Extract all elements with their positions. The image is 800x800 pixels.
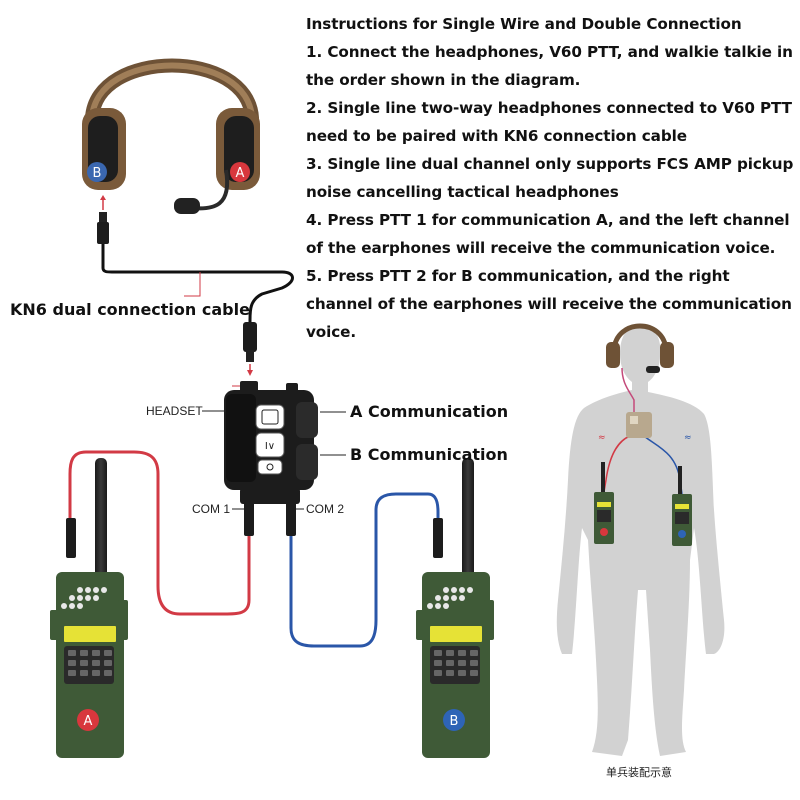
instruction-step: 5. Press PTT 2 for B communication, and … xyxy=(306,267,792,341)
headset-illustration xyxy=(82,58,260,214)
com1-cable-red xyxy=(68,450,251,616)
com2-label: COM 2 xyxy=(306,502,345,516)
soldier-caption: 单兵装配示意 xyxy=(606,766,672,779)
instruction-step: 2. Single line two-way headphones connec… xyxy=(306,99,792,145)
com1-label: COM 1 xyxy=(192,502,231,516)
svg-text:≈: ≈ xyxy=(598,433,606,443)
soldier-figure: ≈ ≈ xyxy=(556,323,725,756)
radio-a: A xyxy=(50,458,128,758)
right-channel-marker: A xyxy=(230,162,250,182)
instruction-step: 3. Single line dual channel only support… xyxy=(306,155,794,201)
kn6-cable xyxy=(97,195,294,376)
instruction-step: 1. Connect the headphones, V60 PTT, and … xyxy=(306,43,793,89)
radio-b: B xyxy=(416,458,494,758)
svg-text:≈: ≈ xyxy=(684,433,692,443)
com2-cable-blue xyxy=(289,492,440,648)
left-channel-letter: B xyxy=(93,166,102,181)
right-channel-letter: A xyxy=(236,166,245,181)
cable-label: KN6 dual connection cable xyxy=(10,300,250,319)
comm-b-label: B Communication xyxy=(350,445,508,464)
left-channel-marker: B xyxy=(87,162,107,182)
comm-a-label: A Communication xyxy=(350,402,509,421)
instruction-step: 4. Press PTT 1 for communication A, and … xyxy=(306,211,790,257)
radio-a-letter: A xyxy=(84,714,93,729)
v60-ptt-unit: I∨ xyxy=(202,381,346,536)
svg-text:I∨: I∨ xyxy=(265,441,275,452)
headset-port-label: HEADSET xyxy=(146,404,203,418)
instructions-block: Instructions for Single Wire and Double … xyxy=(306,10,796,346)
instructions-title: Instructions for Single Wire and Double … xyxy=(306,15,742,33)
radio-b-letter: B xyxy=(450,714,459,729)
